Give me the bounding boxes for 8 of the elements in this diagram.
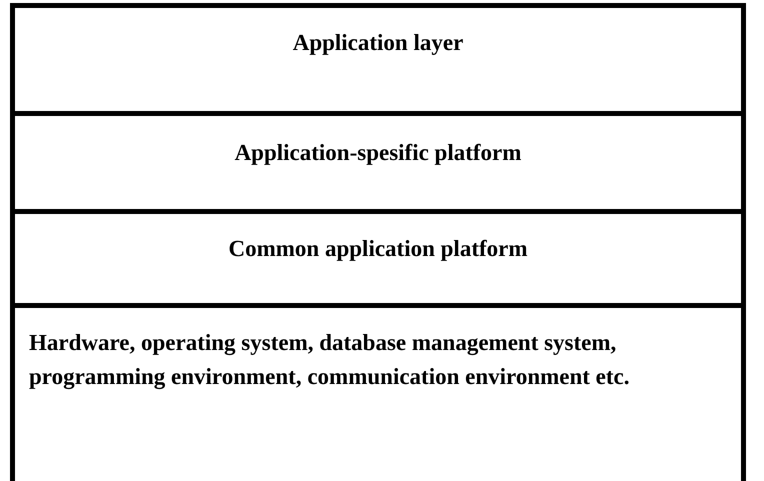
layer-box	[10, 303, 746, 481]
layer-box	[10, 111, 746, 209]
layer-box	[10, 209, 746, 303]
layer-title: Hardware, operating system, database management system, programming environment, communication environment etc.	[29, 329, 631, 392]
layer-title: Application layer	[292, 29, 464, 57]
layer-title: Common application platform	[228, 235, 528, 263]
layer-box	[10, 3, 746, 111]
layer-title: Application-spesific platform	[234, 139, 522, 167]
